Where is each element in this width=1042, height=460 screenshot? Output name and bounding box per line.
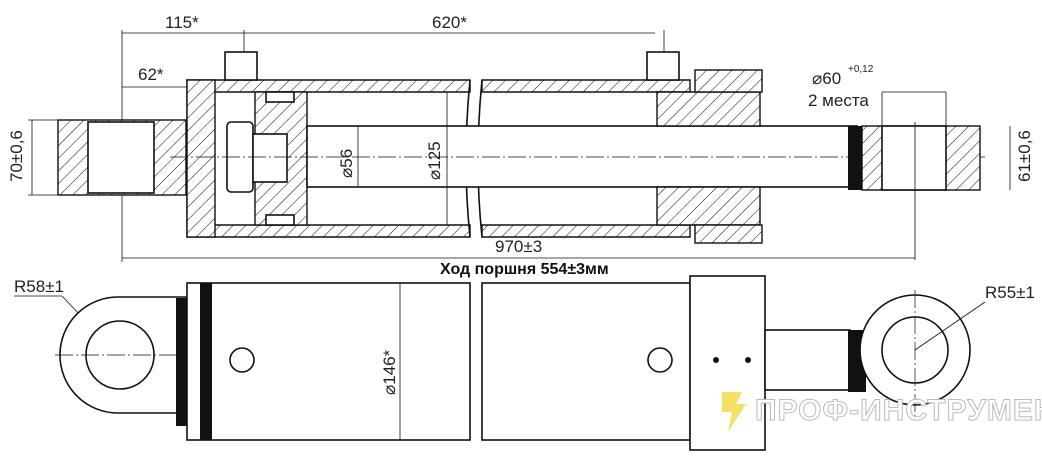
dim-146: ⌀146*	[380, 349, 399, 395]
dim-62: 62*	[138, 65, 164, 84]
dim-125: ⌀125	[425, 141, 444, 180]
port-fitting-1	[224, 51, 258, 81]
gland-nut-top	[694, 69, 763, 93]
dim-620: 620*	[432, 13, 467, 32]
dim-56: ⌀56	[337, 149, 356, 178]
dim-60-tolerance: +0,12	[848, 64, 874, 75]
exterior-view: R58±1 ⌀146* R55±1 ПРОФ-ИНСТРУМЕНТ	[14, 275, 1042, 451]
left-eye-bore	[87, 121, 155, 194]
piston-seal-bottom	[265, 214, 295, 226]
watermark-logo-icon	[722, 392, 746, 432]
gland-nut-bottom	[694, 224, 763, 244]
watermark-text: ПРОФ-ИНСТРУМЕНТ	[755, 394, 1042, 427]
dim-61: 61±0,6	[1015, 130, 1034, 182]
dim-60: ⌀60	[812, 69, 841, 88]
dim-70: 70±0,6	[7, 130, 26, 182]
piston-rod	[306, 125, 858, 188]
port-1	[229, 347, 255, 373]
section-view: 115* 620* 62* 70±0,6 ⌀56 ⌀125	[7, 13, 1034, 278]
gland-block	[689, 275, 766, 451]
dim-115: 115*	[165, 13, 199, 32]
dim-970: 970±3	[495, 237, 542, 256]
port-2	[647, 347, 673, 373]
gland-screw-1	[713, 357, 719, 363]
stroke-length: Ход поршня 554±3мм	[440, 261, 609, 278]
tube-band	[200, 283, 212, 440]
cap-band	[176, 298, 187, 426]
radius-55: R55±1	[985, 283, 1035, 302]
piston-stem	[252, 133, 288, 183]
radius-58: R58±1	[14, 277, 64, 296]
radius-55-leader	[914, 301, 986, 351]
rod-eye-bore	[881, 125, 947, 191]
port-fitting-2	[646, 51, 680, 81]
cylinder-cap	[186, 79, 216, 238]
rod-exterior	[764, 329, 851, 391]
dim-60-note: 2 места	[808, 91, 869, 110]
piston-seal-top	[265, 91, 295, 103]
gland-screw-2	[745, 357, 751, 363]
rod-end-weld	[848, 126, 862, 190]
